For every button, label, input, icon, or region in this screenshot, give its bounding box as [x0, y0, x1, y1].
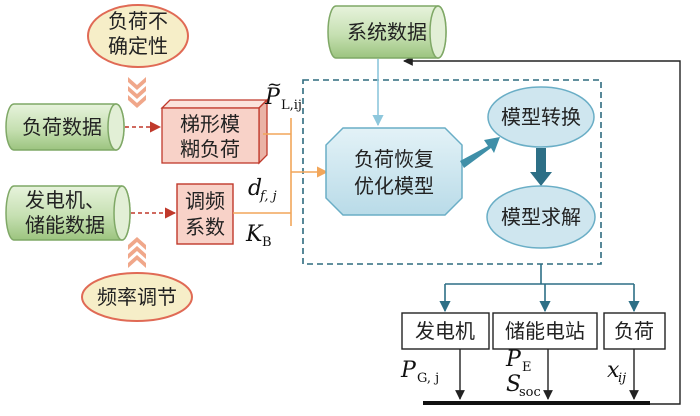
storage-station-box: 储能电站: [492, 312, 598, 350]
d-fj-variable: d f, j: [248, 176, 277, 204]
output-to-bus-arrows: [455, 349, 639, 400]
svg-text:P: P: [400, 358, 417, 383]
system-data-label: 系统数据: [347, 20, 427, 44]
svg-text:G, j: G, j: [417, 371, 439, 386]
restoration-model-line2: 优化模型: [354, 174, 434, 198]
p-e-variable: P E: [505, 347, 532, 375]
gen-storage-data-line1: 发电机、: [25, 188, 105, 212]
svg-text:K: K: [245, 222, 264, 247]
load-data-cylinder: 负荷数据: [5, 103, 125, 151]
trapezoid-fuzzy-load-cube: 梯形模 糊负荷: [160, 98, 269, 165]
freq-coefficient-box: 调频 系数: [176, 183, 234, 245]
model-conversion-label: 模型转换: [501, 105, 581, 129]
system-data-cylinder: 系统数据: [327, 5, 447, 59]
load-data-label: 负荷数据: [22, 115, 102, 139]
svg-text:P: P: [264, 85, 281, 110]
freq-coefficient-line2: 系数: [185, 215, 225, 239]
output-distribution-connector: [439, 264, 640, 313]
svg-text:E: E: [522, 360, 532, 375]
svg-text:L,ij: L,ij: [281, 98, 302, 113]
load-uncertainty-node: 负荷不 确定性: [87, 4, 189, 68]
svg-text:d: d: [248, 176, 262, 201]
svg-text:soc: soc: [519, 385, 541, 400]
model-conversion-node: 模型转换: [487, 86, 595, 148]
svg-text:~: ~: [267, 74, 282, 95]
load-uncertainty-line2: 确定性: [108, 34, 168, 58]
storage-station-label: 储能电站: [505, 319, 585, 343]
load-label: 负荷: [614, 319, 654, 343]
svg-text:x: x: [607, 358, 620, 383]
down-chevrons-icon: [128, 77, 146, 108]
up-chevrons-icon: [128, 237, 146, 268]
to-solving-arrow: [530, 148, 552, 186]
model-solving-label: 模型求解: [501, 205, 581, 229]
gen-storage-data-line2: 储能数据: [25, 213, 105, 237]
gen-storage-data-cylinder: 发电机、 储能数据: [5, 185, 131, 241]
load-uncertainty-line1: 负荷不: [108, 9, 168, 33]
freq-regulation-node: 频率调节: [81, 272, 193, 322]
model-solving-node: 模型求解: [486, 185, 596, 249]
svg-text:S: S: [506, 372, 521, 397]
load-box: 负荷: [603, 312, 666, 350]
k-b-variable: K B: [245, 222, 272, 250]
svg-text:f, j: f, j: [259, 189, 277, 204]
svg-text:B: B: [262, 235, 272, 250]
generator-box: 发电机: [401, 312, 490, 350]
s-soc-variable: S soc: [506, 372, 541, 400]
trapezoid-fuzzy-load-line2: 糊负荷: [180, 137, 240, 161]
generator-label: 发电机: [415, 319, 475, 343]
freq-coefficient-line1: 调频: [185, 189, 225, 213]
x-ij-variable: x ij: [607, 358, 626, 386]
p-load-variable: ~ P L,ij: [264, 74, 302, 113]
to-conversion-arrow: [460, 137, 500, 168]
trapezoid-fuzzy-load-line1: 梯形模: [180, 112, 240, 136]
input-merge-connector: [233, 118, 329, 226]
svg-text:P: P: [505, 347, 522, 372]
restoration-model-line1: 负荷恢复: [354, 147, 434, 171]
restoration-model-node: 负荷恢复 优化模型: [325, 127, 463, 216]
p-gj-variable: P G, j: [400, 358, 439, 386]
freq-regulation-label: 频率调节: [97, 285, 177, 309]
svg-text:ij: ij: [618, 371, 626, 386]
